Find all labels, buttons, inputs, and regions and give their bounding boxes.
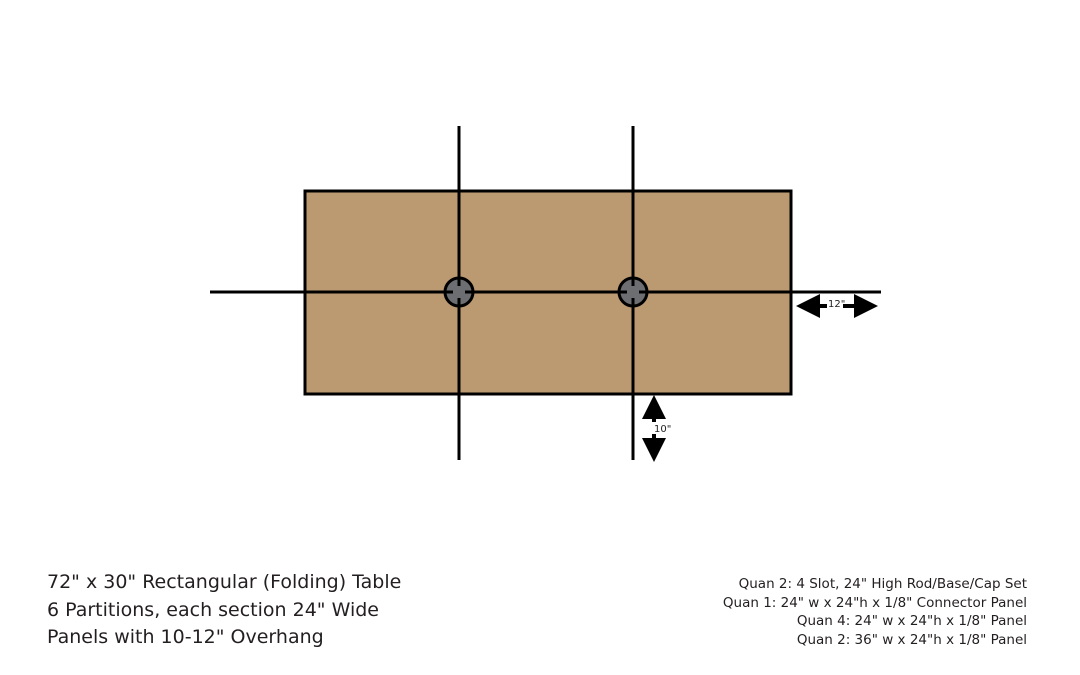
- connector-hub-left: [443, 276, 475, 308]
- parts-list-item: Quan 1: 24" w x 24"h x 1/8" Connector Pa…: [722, 594, 1027, 611]
- parts-list-item: Quan 2: 36" w x 24"h x 1/8" Panel: [796, 631, 1027, 648]
- front-overhang-dimension: 10": [642, 395, 671, 462]
- description-line: 6 Partitions, each section 24" Wide: [47, 598, 379, 621]
- parts-list-item: Quan 4: 24" w x 24"h x 1/8" Panel: [796, 613, 1027, 629]
- description-line: 72" x 30" Rectangular (Folding) Table: [47, 571, 402, 593]
- parts-list-item: Quan 2: 4 Slot, 24" High Rod/Base/Cap Se…: [738, 576, 1027, 592]
- connector-hub-right: [617, 276, 649, 308]
- table-description: 72" x 30" Rectangular (Folding) Table 6 …: [47, 569, 401, 652]
- description-line: Panels with 10-12" Overhang: [47, 626, 324, 648]
- front-overhang-label: 10": [654, 424, 671, 435]
- side-overhang-dimension: 12": [796, 294, 878, 318]
- side-overhang-label: 12": [828, 299, 845, 310]
- parts-list: Quan 2: 4 Slot, 24" High Rod/Base/Cap Se…: [723, 575, 1027, 649]
